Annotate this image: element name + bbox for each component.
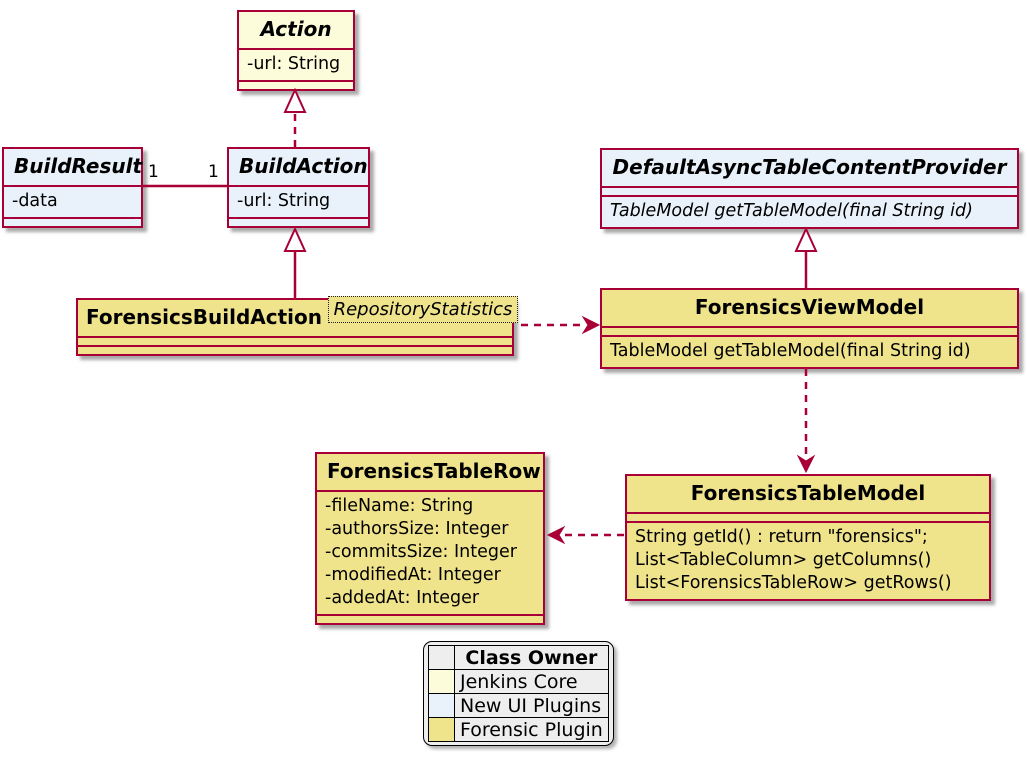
class-buildaction-fields: -url: String — [229, 185, 368, 217]
class-forensicstablerow-title: ForensicsTableRow — [327, 459, 541, 483]
class-buildaction: BuildAction -url: String — [227, 147, 370, 228]
class-forensicsbuildaction-methods-empty — [78, 345, 512, 354]
class-defaultasynctablecontentprovider-fields-empty — [602, 186, 1017, 195]
class-forensicsviewmodel-title: ForensicsViewModel — [694, 295, 925, 319]
legend-label-forensic-plugin: Forensic Plugin — [454, 717, 609, 742]
class-forensicstablemodel-methods: String getId() : return "forensics"; Lis… — [627, 521, 989, 599]
edge-forensicstablemodel-uses-forensicstablerow — [546, 525, 624, 545]
legend-header-row: Class Owner — [428, 645, 609, 670]
class-forensicstablerow-methods-empty — [317, 614, 543, 623]
edge-forensicsbuildaction-extends-buildaction — [283, 226, 307, 298]
class-forensicsviewmodel-fields-empty — [602, 326, 1017, 335]
edge-forensicsviewmodel-extends-provider — [794, 226, 818, 288]
class-buildresult-methods-empty — [4, 217, 141, 226]
class-forensicstablemodel-fields-empty — [627, 512, 989, 521]
class-buildresult: BuildResult -data — [2, 147, 143, 228]
class-defaultasynctablecontentprovider-title: DefaultAsyncTableContentProvider — [612, 155, 1007, 179]
class-action-title: Action — [260, 17, 332, 41]
legend-swatch-none — [428, 645, 455, 670]
legend-row-jenkins-core: Jenkins Core — [428, 669, 609, 694]
class-forensicstablemodel: ForensicsTableModel String getId() : ret… — [625, 474, 991, 601]
class-buildaction-methods-empty — [229, 217, 368, 226]
class-forensicsviewmodel: ForensicsViewModel TableModel getTableMo… — [600, 288, 1019, 369]
class-defaultasynctablecontentprovider: DefaultAsyncTableContentProvider TableMo… — [600, 148, 1019, 229]
class-forensicsbuildaction-fields-empty — [78, 336, 512, 345]
legend-swatch-new-ui-plugins — [428, 693, 455, 718]
class-forensicsviewmodel-methods: TableModel getTableModel(final String id… — [602, 335, 1017, 367]
class-buildaction-title: BuildAction — [239, 154, 368, 178]
legend-swatch-forensic-plugin — [428, 717, 455, 742]
class-defaultasynctablecontentprovider-methods: TableModel getTableModel(final String id… — [602, 195, 1017, 227]
generic-tag-repositorystatistics: RepositoryStatistics — [328, 296, 518, 323]
legend-table: Class Owner Jenkins Core New UI Plugins … — [428, 645, 609, 742]
class-buildresult-title: BuildResult — [14, 154, 143, 178]
legend-swatch-jenkins-core — [428, 669, 455, 694]
class-action: Action -url: String — [237, 10, 355, 91]
legend-row-new-ui-plugins: New UI Plugins — [428, 693, 609, 718]
legend: Class Owner Jenkins Core New UI Plugins … — [423, 641, 614, 746]
class-forensicsbuildaction: ForensicsBuildAction — [76, 298, 514, 356]
legend-title: Class Owner — [454, 645, 609, 670]
class-forensicstablerow: ForensicsTableRow -fileName: String -aut… — [315, 452, 545, 625]
association-multiplicity-right: 1 — [208, 162, 219, 182]
class-forensicstablemodel-title: ForensicsTableModel — [690, 481, 926, 505]
association-multiplicity-left: 1 — [148, 162, 159, 182]
class-forensicsbuildaction-title: ForensicsBuildAction — [86, 305, 323, 329]
class-buildresult-fields: -data — [4, 185, 141, 217]
edge-forensicsviewmodel-uses-forensicstablemodel — [796, 369, 816, 474]
class-action-fields: -url: String — [239, 48, 353, 80]
class-forensicstablerow-fields: -fileName: String -authorsSize: Integer … — [317, 490, 543, 614]
edge-buildaction-realizes-action — [283, 87, 307, 147]
class-action-methods-empty — [239, 80, 353, 89]
legend-label-new-ui-plugins: New UI Plugins — [454, 693, 609, 718]
legend-label-jenkins-core: Jenkins Core — [454, 669, 609, 694]
edge-forensicsbuildaction-uses-forensicsviewmodel — [521, 315, 601, 335]
legend-row-forensic-plugin: Forensic Plugin — [428, 717, 609, 742]
